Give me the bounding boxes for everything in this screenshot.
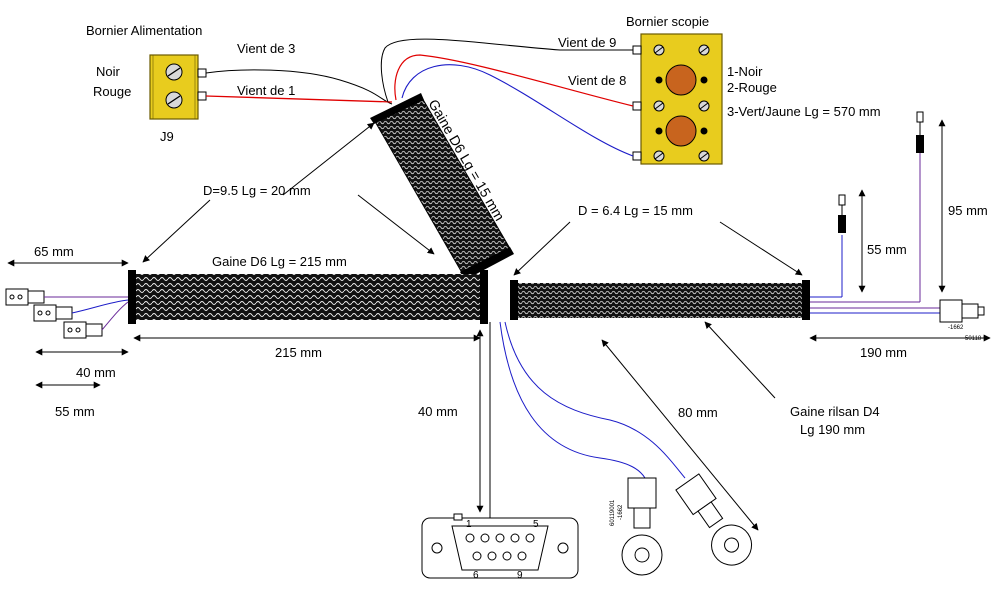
rilsan-label-2: Lg 190 mm — [800, 422, 865, 437]
dim-80mm: 80 mm — [678, 405, 718, 420]
noir-label: Noir — [96, 64, 121, 79]
svg-text:50118-5: 50118-5 — [965, 336, 987, 342]
vient-de-9-label: Vient de 9 — [558, 35, 616, 50]
legend-1: 1-Noir — [727, 64, 763, 79]
svg-text:60119001: 60119001 — [610, 499, 616, 526]
pin-connector-icon — [838, 215, 846, 233]
dim-40mm-db9: 40 mm — [418, 404, 458, 419]
wire-blue — [499, 321, 646, 479]
screw-icon — [165, 91, 183, 109]
rouge-label: Rouge — [93, 84, 131, 99]
wire-blue — [504, 321, 686, 479]
db9-pin-1: 1 — [466, 519, 472, 530]
diagonal-sleeve — [370, 93, 514, 280]
sleeve-left — [128, 270, 488, 324]
dim-40mm-left: 40 mm — [76, 365, 116, 380]
crimp-connector-icon — [63, 321, 103, 339]
screw-icon — [165, 63, 183, 81]
dim-215mm: 215 mm — [275, 345, 322, 360]
bornier-alimentation — [149, 54, 207, 120]
dim-55mm-left: 55 mm — [55, 404, 95, 419]
dim-190mm: 190 mm — [860, 345, 907, 360]
ring-terminal-icon — [675, 473, 753, 566]
db9-pin-9: 9 — [517, 570, 523, 581]
ring-terminal-icon: 60119001 -1662 — [610, 477, 663, 576]
dim-d64-label: D = 6.4 Lg = 15 mm — [578, 203, 693, 218]
pin-connector-icon — [916, 135, 924, 153]
sleeve-right — [510, 280, 810, 320]
bornier-alimentation-title: Bornier Alimentation — [86, 23, 202, 38]
wire-red — [205, 95, 393, 103]
wire-red — [394, 54, 634, 107]
dimension-arrows — [7, 119, 991, 531]
bornier-scopie — [632, 33, 723, 165]
db9-pin-6: 6 — [473, 570, 479, 581]
dim-65mm: 65 mm — [34, 244, 74, 259]
vient-de-3-label: Vient de 3 — [237, 41, 295, 56]
wire-black — [205, 69, 393, 105]
dim-d95-label: D=9.5 Lg = 20 mm — [203, 183, 311, 198]
vient-de-1-label: Vient de 1 — [237, 83, 295, 98]
legend-2: 2-Rouge — [727, 80, 777, 95]
crimp-connector-icon — [33, 304, 73, 322]
vient-de-8-label: Vient de 8 — [568, 73, 626, 88]
dim-55mm-right: 55 mm — [867, 242, 907, 257]
terminal-icon — [665, 115, 697, 147]
wire-black — [380, 38, 633, 103]
left-connectors — [5, 288, 129, 339]
legend-3: 3-Vert/Jaune Lg = 570 mm — [727, 104, 881, 119]
svg-text:-1662: -1662 — [948, 325, 964, 331]
bornier-scopie-title: Bornier scopie — [626, 14, 709, 29]
svg-text:-1662: -1662 — [618, 504, 624, 520]
plug-connector-icon: -1662 50118-5 — [939, 299, 987, 342]
gaine-215-label: Gaine D6 Lg = 215 mm — [212, 254, 347, 269]
dim-95mm: 95 mm — [948, 203, 988, 218]
wire-blue — [401, 64, 634, 157]
db9-pin-5: 5 — [533, 519, 539, 530]
terminal-icon — [665, 64, 697, 96]
rilsan-label-1: Gaine rilsan D4 — [790, 404, 880, 419]
db9-connector-icon — [421, 513, 579, 579]
crimp-connector-icon — [5, 288, 45, 306]
j9-label: J9 — [160, 129, 174, 144]
